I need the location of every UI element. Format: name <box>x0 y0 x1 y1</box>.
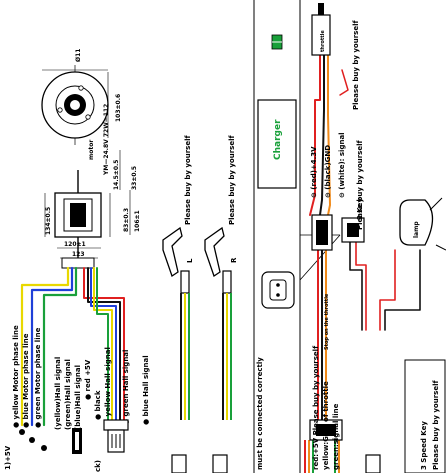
label-blue-phase: ● blue Motor phase line <box>22 333 30 428</box>
dim-d8: 106±1 <box>134 210 141 232</box>
lamp-label: lamp <box>413 221 420 238</box>
label-green-phase: ● green Motor phase line <box>34 327 42 428</box>
label-blue-hall2: ● blue Hall signal <box>142 355 150 425</box>
charger-panel: Charger <box>253 0 341 473</box>
dim-d3: YM—24.8V 72W—112 <box>103 104 110 176</box>
key2-label: 2 Key <box>356 198 364 220</box>
wire-labels: ● yellow Motor phase line ● blue Motor p… <box>4 325 150 472</box>
motor-title: motor <box>88 140 95 160</box>
lamp-buy: Please buy by yourself <box>356 140 364 230</box>
label-red-5v: ● red +5V <box>84 359 92 400</box>
brake-right-label: R <box>230 257 238 263</box>
charger-label: Charger <box>273 119 283 160</box>
dim-d5: 14.5±0.5 <box>113 160 120 190</box>
dim-d10: 123 <box>72 251 85 258</box>
motor-wires <box>20 266 125 427</box>
motor-connector-block <box>61 257 95 269</box>
throttle-buy: Please buy by yourself <box>352 20 360 110</box>
brake-labels: Please buy by yourself Please buy by you… <box>184 135 238 263</box>
brake-left-label: L <box>186 258 194 263</box>
throttle-wires <box>304 54 421 473</box>
motor-dimensions: Ø11 103±0.6 YM—24.8V 72W—112 motor 134±0… <box>45 49 141 258</box>
label-connected: must be connected correctly <box>256 357 264 470</box>
label-plus5v: 1)+5V <box>4 445 12 470</box>
throttle-white: ⊖ (white): signal <box>338 132 346 198</box>
dim-d4: 134±0.5 <box>45 207 52 235</box>
brake-buy-2: Please buy by yourself <box>228 135 236 225</box>
hall-connector <box>103 419 129 453</box>
label-black: ● black <box>94 390 102 420</box>
brake-buy-1: Please buy by yourself <box>184 135 192 225</box>
label-ck: ck) <box>94 460 102 472</box>
throttle-black: ⊖ (black)GND <box>324 145 332 198</box>
edge-connectors <box>171 454 381 473</box>
dim-d1: Ø11 <box>75 49 82 62</box>
brake-lever-right <box>204 226 232 420</box>
label-speed-key: 3 Speed Key <box>420 421 428 470</box>
label-yellow-hall: (yellow)Hall signal <box>54 357 62 430</box>
dim-d7: 83±0.3 <box>123 208 130 232</box>
motor-front-view <box>44 150 131 269</box>
speed-key <box>309 359 446 473</box>
motor-side-inner <box>55 85 95 125</box>
phase-connectors <box>19 428 82 454</box>
label-yellow-phase: ● yellow Motor phase line <box>12 325 20 428</box>
label-green-signal: green:signal line <box>332 403 340 470</box>
label-green-hall2: ● green Hall signal <box>122 350 130 425</box>
bottom-labels: must be connected correctly red:+5V Plea… <box>256 293 440 470</box>
dim-d6: 33±0.5 <box>131 166 138 190</box>
label-yellow-hall2: ● yellow Hall signal <box>104 347 112 425</box>
label-hint: Stop on the throttle <box>324 293 330 350</box>
dim-d2: 103±0.6 <box>115 94 122 122</box>
label-red5v: red:+5V Please buy by yourself <box>312 345 320 470</box>
label-blue-hall: (blue)Hall signal <box>74 365 82 430</box>
lamp: lamp <box>399 197 446 251</box>
label-green-hall: (green)Hall signal <box>64 359 72 430</box>
throttle-label: throttle <box>320 30 326 52</box>
throttle-red: ⊖ (red)+4.3V <box>310 146 318 198</box>
throttle: throttle <box>311 3 365 251</box>
dim-d9: 120±1 <box>64 241 86 248</box>
brake-lever-left <box>162 226 190 420</box>
motor-side-view <box>41 65 109 145</box>
throttle-labels: Please buy by yourself ⊖ (red)+4.3V ⊖ (b… <box>310 20 364 230</box>
label-yellow-gnd: yellow:GND of throttle <box>322 381 330 470</box>
label-buy3: Please buy by yourself <box>432 380 440 470</box>
charger-box <box>257 99 297 189</box>
